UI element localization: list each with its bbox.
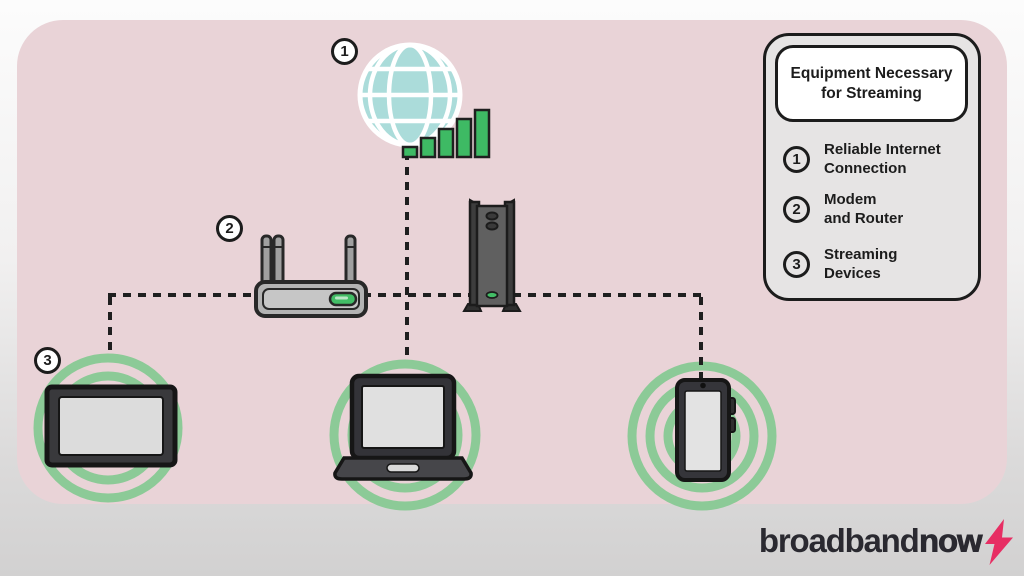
legend-label-2: Modem and Router xyxy=(824,190,903,228)
brand-logo: broadbandnow xyxy=(759,517,1014,565)
legend-item-internet: 1 Reliable Internet Connection xyxy=(783,140,941,178)
legend-item-streaming-devices: 3 Streaming Devices xyxy=(783,245,897,283)
brand-logo-regular: broadband xyxy=(758,522,920,559)
lightning-bolt-icon xyxy=(985,519,1013,565)
connector-internet-to-network xyxy=(405,152,409,355)
modem-icon xyxy=(462,198,522,312)
legend-label-3-line2: Devices xyxy=(824,265,881,282)
legend-badge-2: 2 xyxy=(783,195,810,223)
tv-icon xyxy=(44,384,178,468)
smartphone-icon xyxy=(675,378,736,482)
legend-label-2-line1: Modem xyxy=(824,191,877,208)
brand-logo-text: broadbandnow xyxy=(758,522,983,560)
modem-status-led xyxy=(485,291,499,299)
legend-title-box: Equipment Necessary for Streaming xyxy=(775,45,968,122)
legend-badge-3: 3 xyxy=(783,250,810,278)
router-icon xyxy=(254,234,368,318)
globe-icon xyxy=(357,42,491,159)
connector-to-phone xyxy=(699,297,703,381)
diagram-badge-2: 2 xyxy=(216,215,243,242)
legend-title: Equipment Necessary for Streaming xyxy=(790,65,953,102)
connector-horizontal-bus xyxy=(108,293,703,297)
legend-label-1: Reliable Internet Connection xyxy=(824,140,941,178)
connector-to-tv xyxy=(108,297,112,355)
laptop-icon xyxy=(333,373,473,481)
legend-label-2-line2: and Router xyxy=(824,210,904,227)
legend-label-3-line1: Streaming xyxy=(824,246,898,263)
legend-item-modem-router: 2 Modem and Router xyxy=(783,190,903,228)
legend-badge-1: 1 xyxy=(783,145,810,173)
phone-camera-dot xyxy=(700,382,706,389)
brand-logo-bold: now xyxy=(918,522,983,559)
diagram-badge-3: 3 xyxy=(34,347,61,374)
legend-label-1-line1: Reliable Internet xyxy=(824,141,941,158)
legend-label-3: Streaming Devices xyxy=(824,245,897,283)
legend-label-1-line2: Connection xyxy=(824,160,907,177)
diagram-badge-1: 1 xyxy=(331,38,358,65)
legend-panel: Equipment Necessary for Streaming 1 Reli… xyxy=(763,33,981,301)
signal-bars-icon xyxy=(401,108,491,159)
